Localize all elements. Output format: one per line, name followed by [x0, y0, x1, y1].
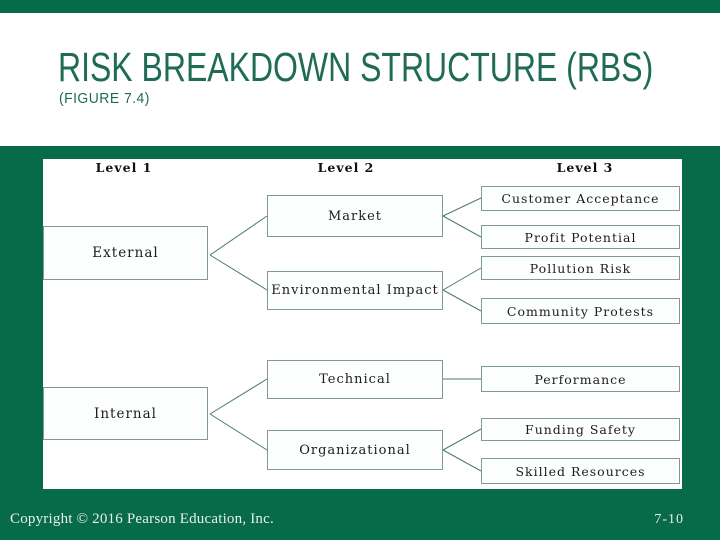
slide-subtitle: (FIGURE 7.4): [59, 90, 150, 107]
node-organizational: Organizational: [267, 430, 443, 470]
node-customer-acceptance: Customer Acceptance: [481, 186, 680, 211]
edge-organizational-to-funding-safety: [442, 428, 482, 451]
node-internal: Internal: [43, 387, 208, 440]
edge-external-to-environmental-impact: [209, 254, 268, 291]
edge-environmental-impact-to-community-protests: [442, 289, 482, 312]
footer-page-number: 7-10: [654, 512, 684, 527]
node-technical: Technical: [267, 360, 443, 399]
node-performance: Performance: [481, 366, 680, 392]
column-header-level-3: Level 3: [556, 160, 614, 175]
top-accent-bar: [0, 0, 720, 13]
edge-environmental-impact-to-pollution-risk: [442, 267, 482, 291]
footer-copyright: Copyright © 2016 Pearson Education, Inc.: [10, 511, 274, 527]
column-header-level-1: Level 1: [95, 160, 153, 175]
edge-market-to-profit-potential: [442, 215, 482, 238]
node-external: External: [43, 226, 208, 280]
edge-market-to-customer-acceptance: [442, 197, 482, 217]
column-header-level-2: Level 2: [317, 160, 375, 175]
node-environmental-impact: Environmental Impact: [267, 271, 443, 310]
edge-internal-to-organizational: [209, 413, 268, 451]
edge-internal-to-technical: [209, 378, 268, 415]
slide-title: RISK BREAKDOWN STRUCTURE (RBS): [58, 44, 654, 90]
edge-external-to-market: [209, 215, 268, 256]
edge-organizational-to-skilled-resources: [442, 449, 482, 472]
node-community-protests: Community Protests: [481, 298, 680, 324]
node-pollution-risk: Pollution Risk: [481, 256, 680, 280]
node-skilled-resources: Skilled Resources: [481, 458, 680, 484]
node-profit-potential: Profit Potential: [481, 225, 680, 249]
node-market: Market: [267, 195, 443, 237]
node-funding-safety: Funding Safety: [481, 418, 680, 441]
